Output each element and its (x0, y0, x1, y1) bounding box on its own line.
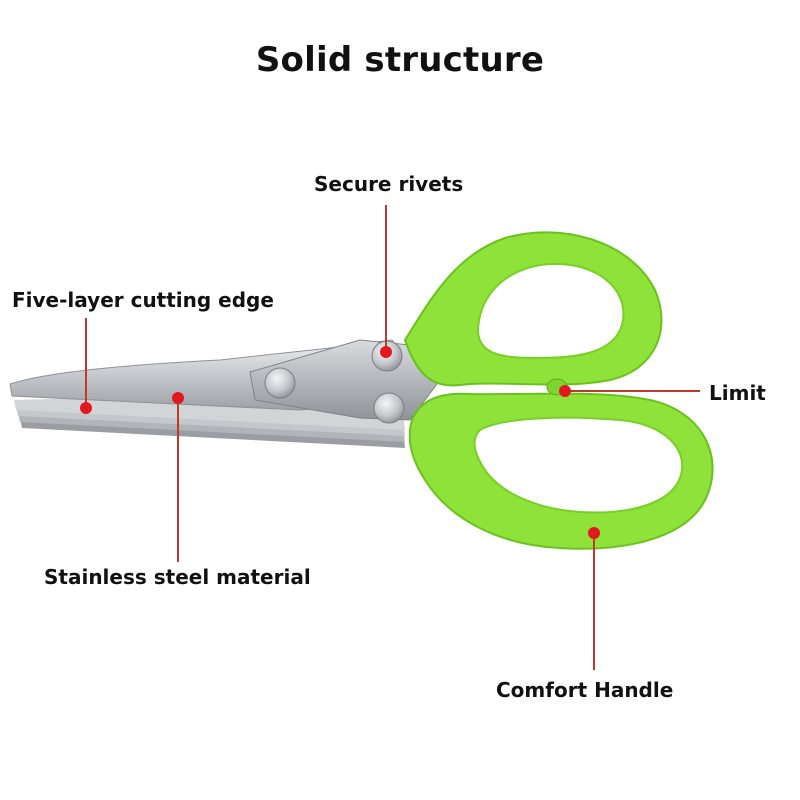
callout-markers (80, 346, 600, 539)
label-five-layer-edge: Five-layer cutting edge (12, 288, 274, 312)
label-secure-rivets: Secure rivets (314, 172, 464, 196)
lower-handle (408, 392, 714, 550)
rivet (373, 392, 405, 424)
upper-handle (403, 231, 663, 387)
page-title: Solid structure (255, 40, 545, 80)
label-comfort-handle: Comfort Handle (496, 678, 674, 702)
rivet (264, 367, 296, 399)
leader-lines (85, 205, 700, 670)
label-stainless-steel: Stainless steel material (44, 565, 311, 589)
label-limit: Limit (709, 381, 766, 405)
